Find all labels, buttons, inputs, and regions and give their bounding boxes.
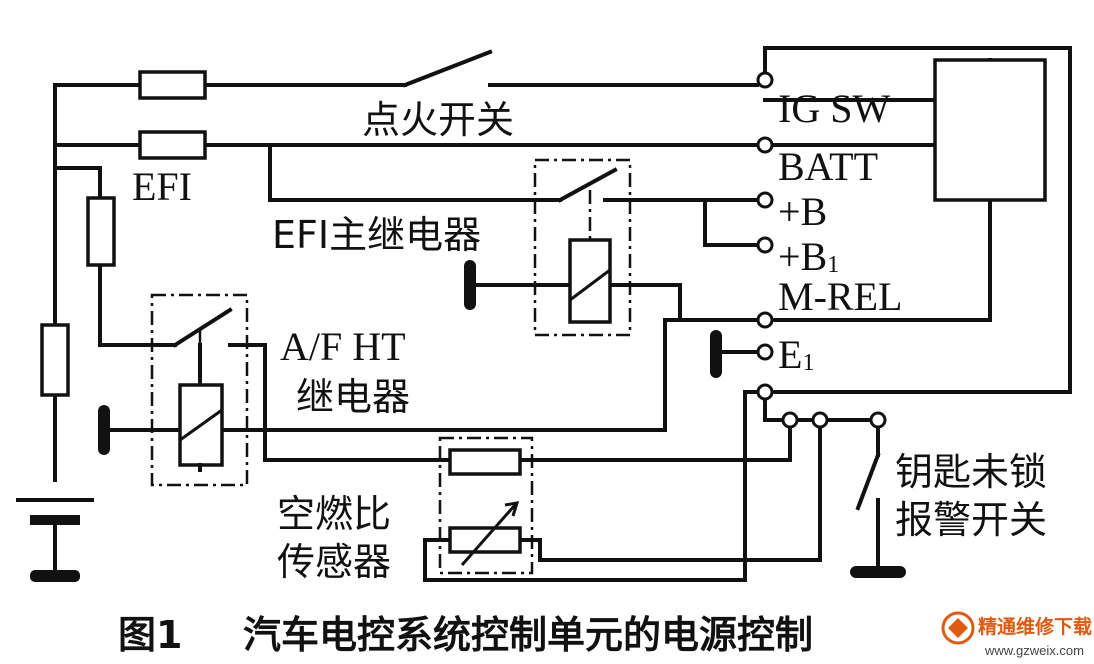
af-ht-ground-icon <box>98 405 110 455</box>
label-key-switch-line1: 钥匙未锁 <box>895 450 1047 494</box>
watermark-url: www.gzweix.com <box>984 643 1084 658</box>
terminals <box>756 71 887 429</box>
label-key-switch-line2: 报警开关 <box>895 498 1047 542</box>
af-ht-relay <box>150 293 249 487</box>
key-switch-ground-icon <box>850 566 906 578</box>
ignition-switch-contact <box>402 49 493 88</box>
label-af-sensor-line2: 传感器 <box>277 540 391 584</box>
efi-main-relay <box>533 158 632 337</box>
terminal-b1: +B1 <box>778 234 839 279</box>
main-relay-ground-icon <box>464 260 476 310</box>
efi-fuse <box>138 130 207 160</box>
ecu-box <box>933 58 1047 202</box>
watermark: 精通维修下载 www.gzweix.com <box>941 611 1092 658</box>
terminal-e1: E1 <box>778 332 814 377</box>
key-warning-switch-contact <box>855 452 881 511</box>
terminal-batt: BATT <box>778 144 878 189</box>
label-efi-main-relay: EFI主继电器 <box>272 213 481 257</box>
main-fuse <box>40 323 70 397</box>
figure-number: 图1 <box>118 613 182 657</box>
watermark-site-name: 精通维修下载 <box>978 615 1092 638</box>
terminal-m-rel: M-REL <box>778 274 902 319</box>
af-ht-fuse <box>86 196 116 267</box>
battery-symbol <box>16 498 94 582</box>
label-af-sensor-line1: 空燃比 <box>277 492 391 536</box>
label-af-ht-line1: A/F HT <box>280 324 406 369</box>
figure-title: 汽车电控系统控制单元的电源控制 <box>243 613 813 657</box>
label-ignition-switch: 点火开关 <box>362 98 514 142</box>
watermark-logo-icon <box>941 611 975 645</box>
af-sensor <box>438 436 534 575</box>
terminal-b: +B <box>778 189 827 234</box>
ignition-fuse <box>138 70 207 100</box>
e1-ground-icon <box>710 330 722 378</box>
label-af-ht-line2: 继电器 <box>296 375 410 419</box>
label-efi-fuse: EFI <box>132 164 192 209</box>
terminal-ig-sw: IG SW <box>778 86 890 131</box>
